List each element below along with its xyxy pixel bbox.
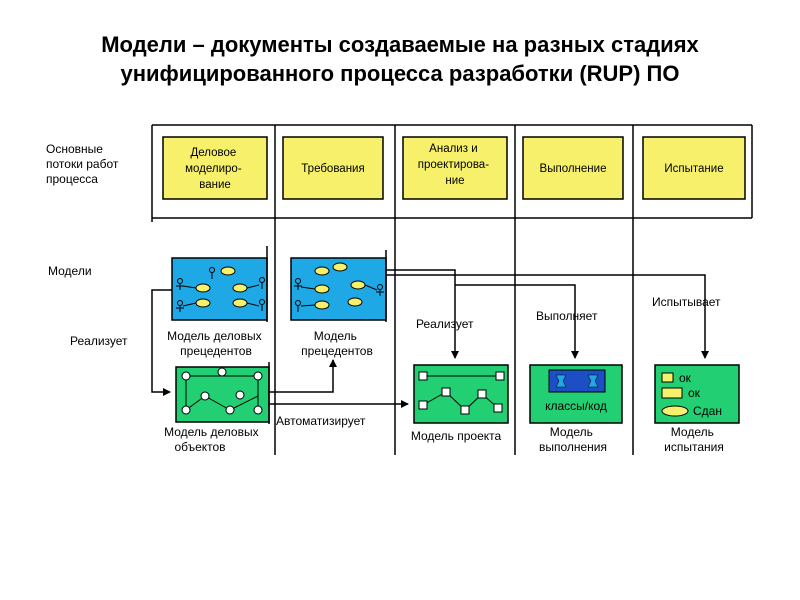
workflow-label: Испытание <box>664 163 723 175</box>
classes-code-label: классы/код <box>545 399 607 413</box>
realizes-design-label: Реализует <box>416 317 474 331</box>
workflow-test: Испытание <box>642 136 746 200</box>
workflow-label: Выполнение <box>540 163 607 175</box>
use-case-ellipses <box>182 266 260 308</box>
test-passed-label: Сдан <box>693 404 722 418</box>
connectors <box>151 269 709 408</box>
column-grid <box>151 124 753 455</box>
business-use-case-model-label: Модель деловых прецедентов <box>167 329 265 358</box>
workflows-caption: Основные потоки работ процесса <box>46 142 122 186</box>
tests-label: Испытывает <box>652 295 721 309</box>
test-model: ок ок Сдан <box>654 364 740 424</box>
workflow-analysis-design: Анализ и проектирова- ние <box>402 136 508 200</box>
workflow-label: Анализ и проектирова- ние <box>418 143 492 187</box>
business-use-case-model <box>171 246 268 322</box>
workflow-label: Требования <box>301 163 364 175</box>
realizes-label: Реализует <box>70 334 128 348</box>
workflow-business-modeling: Деловое моделиро- вание <box>162 136 268 200</box>
workflow-boxes: Деловое моделиро- вание Требования Анали… <box>162 136 746 200</box>
tests-arrow <box>386 274 709 359</box>
slide-title: Модели – документы создаваемые на разных… <box>0 30 800 88</box>
design-model <box>413 364 509 424</box>
object-to-usecase-arrow <box>269 359 337 393</box>
workflow-label: Деловое моделиро- вание <box>185 147 245 191</box>
use-case-ellipses <box>300 262 378 310</box>
use-case-model <box>290 250 387 322</box>
slide-title-line-1: Модели – документы создаваемые на разных… <box>101 32 699 57</box>
usecase-to-design-arrow <box>386 269 459 359</box>
implements-arrow <box>455 284 579 359</box>
actor-icon <box>176 267 265 312</box>
realizes-arrow <box>151 289 172 396</box>
actor-icon <box>294 278 384 312</box>
workflow-requirements: Требования <box>282 136 384 200</box>
workflow-implementation: Выполнение <box>522 136 624 200</box>
implementation-model-label: Модель выполнения <box>539 425 607 454</box>
business-object-model-label: Модель деловых объектов <box>164 425 262 454</box>
models-caption: Модели <box>48 264 92 278</box>
design-model-label: Модель проекта <box>411 429 502 443</box>
test-ok-label: ок <box>688 386 701 400</box>
implementation-model: классы/код <box>529 364 623 424</box>
use-case-model-label: Модель прецедентов <box>301 329 373 358</box>
business-object-model <box>175 362 270 424</box>
slide-title-line-2: унифицированного процесса разработки (RU… <box>120 61 680 86</box>
implements-label: Выполняет <box>536 309 598 323</box>
automates-label: Автоматизирует <box>276 414 366 428</box>
test-model-label: Модель испытания <box>664 425 724 454</box>
test-ok-label: ок <box>679 371 692 385</box>
